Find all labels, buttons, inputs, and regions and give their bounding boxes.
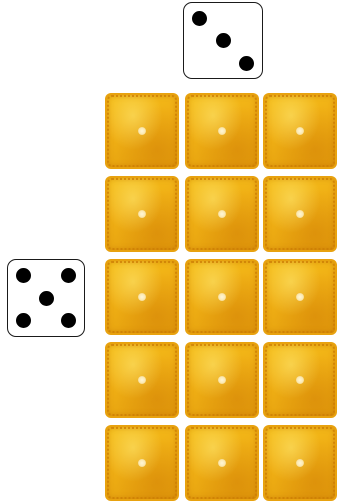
cracker-hole xyxy=(138,210,146,218)
die-pip xyxy=(61,313,76,328)
cracker xyxy=(263,176,337,252)
die-pip xyxy=(216,33,231,48)
cracker-hole xyxy=(296,376,304,384)
cracker-hole xyxy=(296,210,304,218)
cracker xyxy=(105,176,179,252)
cracker-hole xyxy=(296,459,304,467)
die-pip xyxy=(192,11,207,26)
cracker-hole xyxy=(138,127,146,135)
die-pip xyxy=(61,268,76,283)
die-pip xyxy=(39,291,54,306)
cracker xyxy=(263,259,337,335)
cracker xyxy=(105,259,179,335)
cracker xyxy=(263,425,337,501)
cracker xyxy=(185,342,259,418)
cracker xyxy=(105,342,179,418)
die-showing-three xyxy=(183,2,263,79)
die-pip xyxy=(16,268,31,283)
cracker xyxy=(263,342,337,418)
cracker-hole xyxy=(296,293,304,301)
cracker-hole xyxy=(138,459,146,467)
cracker xyxy=(263,93,337,169)
cracker-hole xyxy=(138,293,146,301)
cracker-grid xyxy=(105,93,337,501)
cracker-hole xyxy=(218,376,226,384)
cracker-hole xyxy=(218,127,226,135)
die-showing-five xyxy=(7,259,85,337)
cracker-hole xyxy=(138,376,146,384)
cracker xyxy=(105,93,179,169)
die-pip xyxy=(16,313,31,328)
cracker-hole xyxy=(218,459,226,467)
cracker-hole xyxy=(296,127,304,135)
cracker xyxy=(105,425,179,501)
cracker-hole xyxy=(218,293,226,301)
cracker xyxy=(185,425,259,501)
cracker xyxy=(185,93,259,169)
cracker xyxy=(185,259,259,335)
cracker xyxy=(185,176,259,252)
die-pip xyxy=(239,56,254,71)
cracker-hole xyxy=(218,210,226,218)
